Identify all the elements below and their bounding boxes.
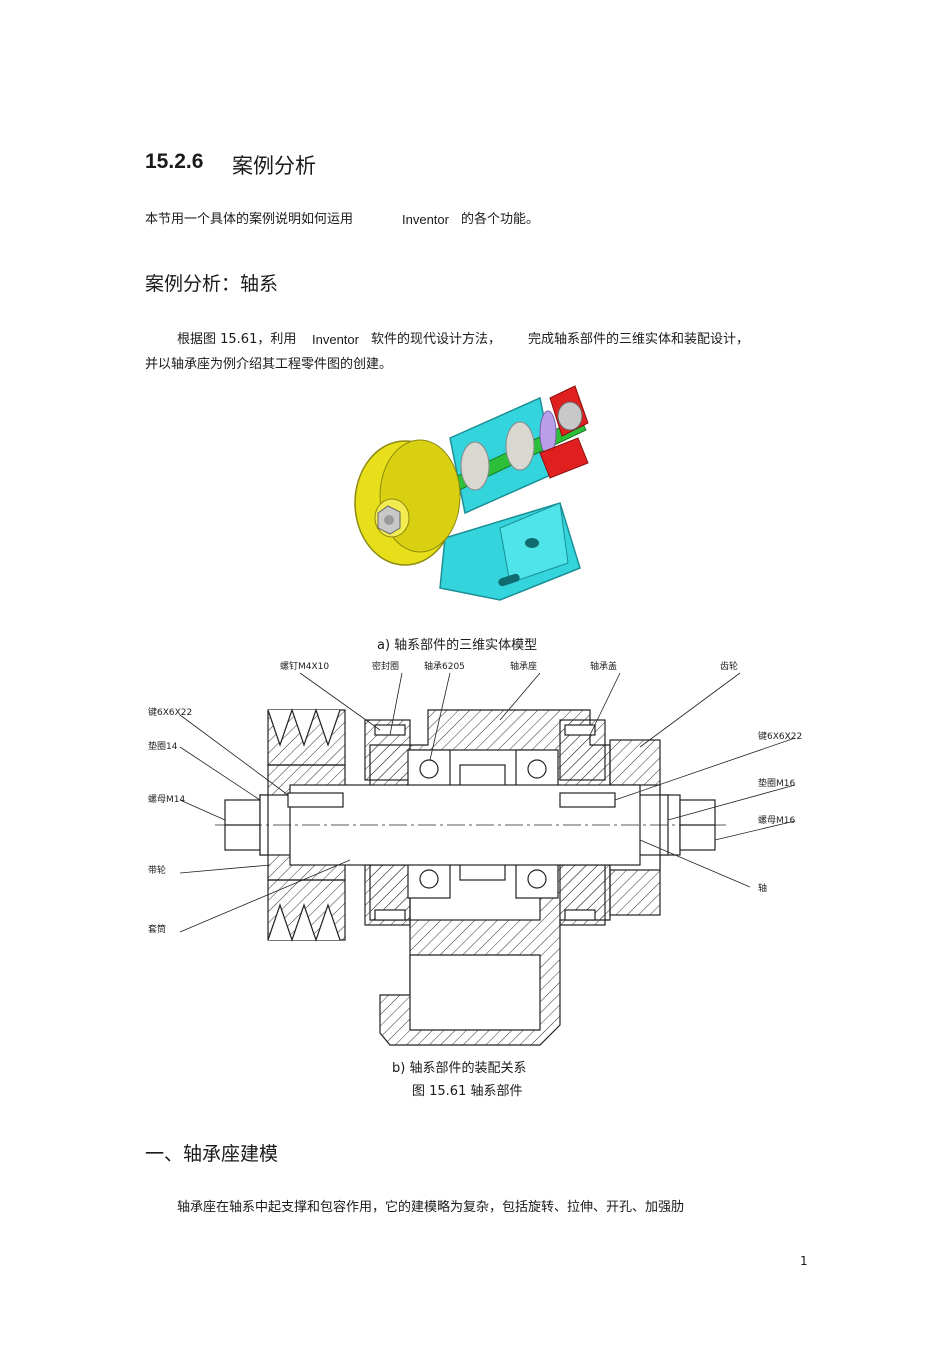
- intro-software: Inventor: [402, 212, 449, 227]
- figure-b-caption: b) 轴系部件的装配关系: [392, 1061, 527, 1076]
- para1-d: 完成轴系部件的三维实体和装配设计，: [528, 332, 750, 347]
- figure-caption: 图 15.61 轴系部件: [412, 1084, 523, 1099]
- shaft-assembly-3d-image: [354, 385, 589, 601]
- callout-seal: 密封圈: [372, 660, 399, 672]
- callout-key-left: 键6X6X22: [148, 706, 192, 718]
- callout-shaft: 轴: [758, 882, 767, 894]
- callout-washer14: 垫圈14: [148, 740, 178, 752]
- callout-gear: 齿轮: [720, 660, 738, 672]
- para2: 轴承座在轴系中起支撑和包容作用，它的建模略为复杂，包括旋转、拉伸、开孔、加强肋: [177, 1200, 685, 1215]
- callout-sleeve: 套筒: [148, 923, 166, 935]
- callout-screw: 螺钉M4X10: [280, 661, 329, 672]
- callout-washer16: 垫圈M16: [758, 777, 795, 789]
- callout-cover: 轴承盖: [590, 660, 617, 672]
- section-one-heading: 一、轴承座建模: [145, 1143, 279, 1165]
- assembly-drawing: 螺钉M4X10 密封圈 轴承6205 轴承座 轴承盖 齿轮 键6X6X22 垫圈…: [148, 660, 802, 1046]
- para1-a: 根据图 15.61，利用: [177, 332, 297, 347]
- callout-key-right: 键6X6X22: [758, 730, 802, 742]
- para1-line2: 并以轴承座为例介绍其工程零件图的创建。: [145, 357, 393, 372]
- para1-c: 软件的现代设计方法，: [371, 332, 502, 347]
- para1-software: Inventor: [312, 332, 359, 347]
- callout-nut14: 螺母M14: [148, 794, 185, 805]
- callout-pulley: 带轮: [148, 864, 166, 876]
- callout-housing: 轴承座: [510, 660, 537, 672]
- intro-text-a: 本节用一个具体的案例说明如何运用: [145, 212, 354, 227]
- section-title: 案例分析: [232, 154, 316, 178]
- section-number: 15.2.6: [145, 150, 204, 173]
- intro-text-b: 的各个功能。: [461, 212, 540, 227]
- figure-a-caption: a) 轴系部件的三维实体模型: [377, 638, 538, 653]
- page-number: 1: [800, 1254, 808, 1268]
- callout-nut16: 螺母M16: [758, 815, 795, 826]
- callout-bearing: 轴承6205: [424, 660, 465, 672]
- case-heading: 案例分析：轴系: [145, 273, 279, 295]
